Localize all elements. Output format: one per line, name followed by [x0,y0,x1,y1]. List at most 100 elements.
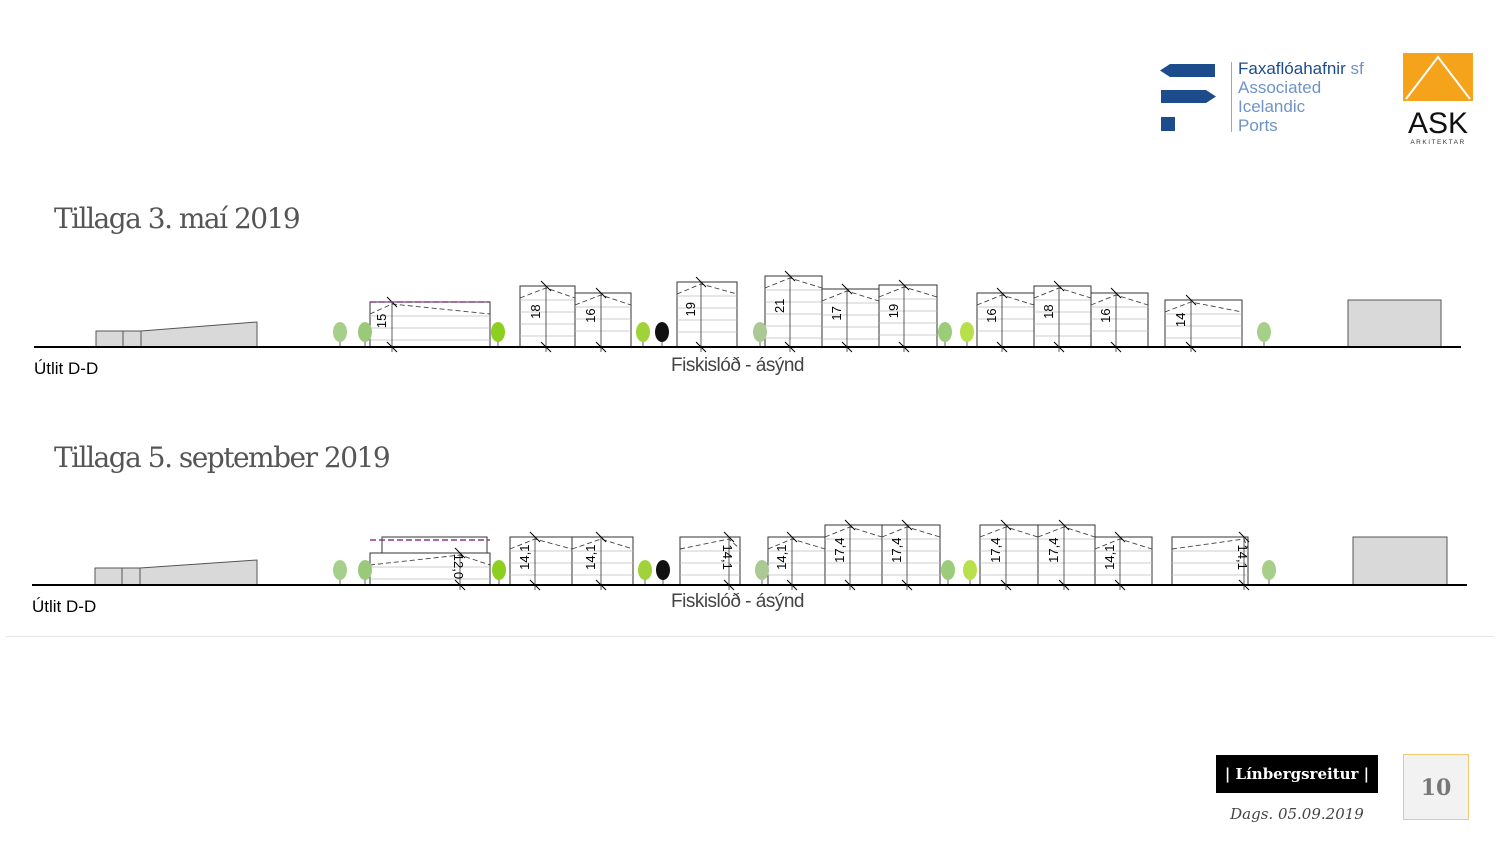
dimension-tick [901,519,913,531]
building-height-label: 19 [886,304,901,318]
tree-icon [1257,322,1271,342]
dimension-tick [1114,531,1126,543]
dimension-tick [695,276,707,288]
roof-profile [824,526,883,538]
building-height-label: 14,1 [720,545,735,570]
dimension-tick [1185,294,1197,306]
tree-icon [333,322,347,342]
tree-icon [941,560,955,580]
tree-icon [655,322,669,342]
roof-profile [881,526,941,538]
building-height-label: 17,4 [832,538,847,563]
faxa-name: Faxaflóahafnir [1238,59,1346,78]
roof-profile [979,526,1039,538]
elevation-caption: Útlit D-D [34,359,99,378]
faxa-line: Associated [1238,78,1322,97]
roof-profile [1037,526,1096,538]
roof-profile [1094,538,1153,550]
building-height-label: 15 [374,314,389,328]
dimension-tick [784,270,796,282]
building [519,285,576,348]
tree-icon [638,560,652,580]
building-height-label: 16 [1098,308,1113,322]
tree-icon [960,322,974,342]
tree-icon [491,322,505,342]
faxafloahafnir-logo [1160,62,1232,132]
building-height-label: 17,4 [988,538,1003,563]
tree-icon [492,560,506,580]
dimension-tick [540,280,552,292]
roof-profile [1090,294,1149,306]
dimension-tick [1000,519,1012,531]
building-height-label: 16 [984,308,999,322]
roof-profile [509,538,573,550]
building-height-label: 19 [683,302,698,316]
tree-icon [755,560,769,580]
dimension-tick [841,283,853,295]
section-title: Tillaga 3. maí 2019 [54,202,301,235]
tree-icon [753,322,767,342]
tree-icon [1262,560,1276,580]
building-height-label: 18 [528,304,543,318]
building-height-label: 21 [772,299,787,313]
existing-building [1352,536,1448,586]
tree-icon [656,560,670,580]
building [821,288,880,348]
existing-shed [94,559,258,586]
street-label: Fiskislóð - ásýnd [671,591,805,612]
project-name-badge: | Línbergsreitur | [1216,755,1378,793]
building [878,284,938,348]
street-label: Fiskislóð - ásýnd [671,355,805,376]
roof-profile [676,283,738,295]
dimension-tick [1238,531,1250,543]
roof-profile [369,554,491,566]
dimension-tick [786,531,798,543]
building [369,552,491,586]
dimension-tick [595,287,607,299]
dimension-tick [996,287,1008,299]
building-height-label: 17,4 [1046,538,1061,563]
roof-profile [764,277,823,289]
dimension-tick [595,531,607,543]
building [764,275,823,348]
dimension-tick [529,531,541,543]
roof-profile [767,538,826,550]
roof-profile [976,294,1035,306]
building [571,536,634,586]
building-height-label: 14,1 [1102,545,1117,570]
tree-icon [333,560,347,580]
building-height-label: 16 [583,308,598,322]
faxa-line: Icelandic [1238,97,1306,116]
roof-profile [369,303,491,315]
ask-sub: ARKITEKTAR [1410,139,1465,146]
existing-building [1347,299,1442,348]
dimension-tick [723,531,735,543]
tree-icon [963,560,977,580]
dimension-tick [898,279,910,291]
roof-profile [878,286,938,298]
building-height-label: 14 [1173,313,1188,327]
building [1171,536,1249,586]
elevation-caption: Útlit D-D [32,597,97,616]
building-height-label: 17,4 [889,538,904,563]
divider [6,636,1494,637]
dimension-tick [1053,280,1065,292]
building [1164,299,1243,348]
date-label: Dags. 05.09.2019 [1230,805,1364,823]
building-height-label: 14,1 [517,545,532,570]
tree-icon [358,560,372,580]
dimension-tick [454,547,466,559]
tree-icon [636,322,650,342]
roof-profile [821,290,880,302]
building-height-label: 17 [829,306,844,320]
section-title: Tillaga 5. september 2019 [54,441,391,474]
dimension-tick [844,519,856,531]
roof-profile [1171,538,1249,550]
building-height-label: 14,1 [583,545,598,570]
faxafloahafnir-text: Faxaflóahafnir sf Associated Icelandic P… [1238,59,1364,135]
dimension-tick [1110,287,1122,299]
roof-profile [519,287,576,299]
